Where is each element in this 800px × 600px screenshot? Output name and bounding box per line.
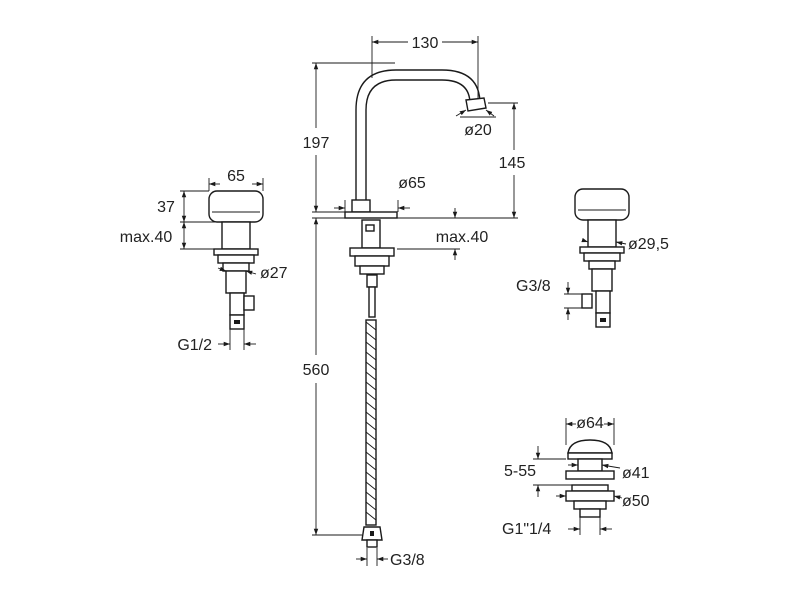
- dim-deck-thickness: max.40: [436, 229, 489, 246]
- spout-outlet: [465, 97, 487, 112]
- dim-left-handle-height: 37: [157, 199, 175, 216]
- dim-body-diameter: ø41: [622, 465, 650, 482]
- dim-left-connection: G1/2: [177, 337, 212, 354]
- right-handle-knob: [574, 188, 630, 221]
- spout-assembly: [344, 69, 487, 548]
- dim-right-shank-diameter: ø29,5: [628, 236, 669, 253]
- dim-outlet-height: 145: [499, 155, 526, 172]
- dim-waste-thread: G1"1/4: [502, 521, 551, 538]
- dim-plug-diameter: ø64: [576, 415, 604, 432]
- dim-height: 197: [303, 135, 330, 152]
- dim-left-deck-thickness: max.40: [120, 229, 173, 246]
- left-handle-knob: [208, 190, 264, 223]
- dim-base-diameter: ø65: [398, 175, 426, 192]
- dim-outlet-diameter: ø20: [464, 122, 492, 139]
- dim-hose-length: 560: [303, 362, 330, 379]
- spout-base: [351, 199, 371, 213]
- dim-reach: 130: [412, 35, 439, 52]
- dim-nut-diameter: ø50: [622, 493, 650, 510]
- dim-left-shank-diameter: ø27: [260, 265, 288, 282]
- spout-flange: [344, 211, 398, 219]
- waste-dimensions: ø64 5-55 ø41 ø50 G1"1/4: [502, 415, 650, 538]
- pop-up-waste: [565, 439, 615, 518]
- left-handle-dimensions: 65 37 max.40 ø27 G1/2: [120, 168, 288, 354]
- right-handle-dimensions: ø29,5 G3/8: [516, 236, 669, 320]
- waste-plug: [567, 439, 613, 454]
- braided-hose: [365, 319, 377, 526]
- right-handle-valve: [574, 188, 630, 328]
- dim-basin-thickness: 5-55: [504, 463, 536, 480]
- left-handle-valve: [208, 190, 264, 330]
- waste-nut: [565, 490, 615, 502]
- right-valve-outlet: [581, 293, 593, 309]
- spout-dimensions: 130 197 ø20 145 ø65 max.40 560: [303, 35, 526, 569]
- spout-shank: [361, 219, 381, 249]
- waste-flange: [565, 470, 615, 480]
- left-valve-outlet: [243, 295, 255, 311]
- spout-nut: [349, 247, 395, 257]
- dim-hose-thread: G3/8: [390, 552, 425, 569]
- dim-right-connection: G3/8: [516, 278, 551, 295]
- dim-left-handle-diameter: 65: [227, 168, 245, 185]
